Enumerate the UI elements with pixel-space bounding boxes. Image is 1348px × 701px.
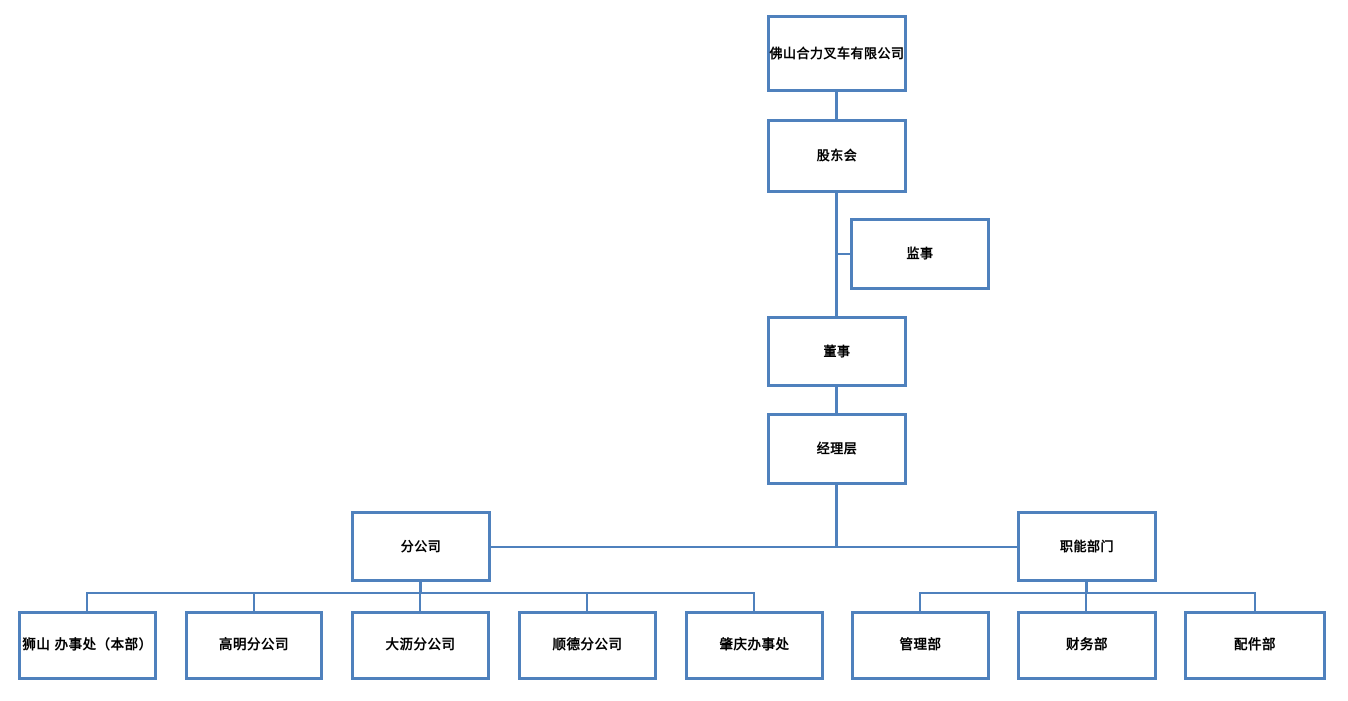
connector-functional-children-bus: [919, 592, 1255, 594]
node-branch-child[interactable]: 顺德分公司: [518, 611, 657, 680]
node-branch-companies-group[interactable]: 分公司: [351, 511, 491, 582]
node-functional-departments-group-label: 职能部门: [1059, 538, 1114, 554]
node-branch-child[interactable]: 狮山 办事处（本部）: [18, 611, 157, 680]
connector-level4-bus: [489, 546, 1019, 548]
node-supervisor[interactable]: 监事: [850, 218, 990, 290]
node-shareholders-meeting-label: 股东会: [816, 148, 858, 164]
connector-director-to-management: [835, 385, 838, 415]
node-functional-child-label: 财务部: [1066, 637, 1108, 653]
connector-drop-functional-1: [919, 592, 921, 613]
node-supervisor-label: 监事: [906, 246, 934, 262]
node-functional-child-label: 管理部: [899, 637, 942, 653]
connector-branches-to-children-bus: [419, 580, 422, 594]
node-branch-child-label: 顺德分公司: [552, 637, 623, 653]
connector-drop-branch-2: [253, 592, 255, 613]
node-functional-departments-group[interactable]: 职能部门: [1017, 511, 1157, 582]
node-director-label: 董事: [823, 343, 851, 359]
connector-trunk-to-supervisor: [835, 253, 852, 255]
node-functional-child[interactable]: 财务部: [1017, 611, 1157, 680]
connector-drop-branch-3: [419, 592, 421, 613]
node-functional-child[interactable]: 管理部: [851, 611, 990, 680]
connector-drop-branch-1: [86, 592, 88, 613]
node-branch-child[interactable]: 肇庆办事处: [685, 611, 824, 680]
node-branch-child-label: 高明分公司: [219, 637, 289, 653]
node-management-layer[interactable]: 经理层: [767, 413, 907, 485]
connector-drop-functional-2: [1085, 592, 1087, 613]
node-functional-child-label: 配件部: [1234, 637, 1276, 653]
connector-functional-to-children-bus: [1085, 580, 1088, 594]
node-branch-companies-group-label: 分公司: [400, 538, 442, 554]
node-company[interactable]: 佛山合力叉车有限公司: [767, 15, 907, 92]
connector-drop-branch-4: [586, 592, 588, 613]
node-director[interactable]: 董事: [767, 316, 907, 387]
node-shareholders-meeting[interactable]: 股东会: [767, 119, 907, 193]
node-branch-child-label: 肇庆办事处: [719, 637, 790, 653]
connector-company-to-shareholders: [835, 90, 838, 121]
node-branch-child[interactable]: 大沥分公司: [351, 611, 490, 680]
node-management-layer-label: 经理层: [816, 441, 858, 457]
node-branch-child-label: 狮山 办事处（本部）: [22, 637, 153, 653]
node-branch-child-label: 大沥分公司: [385, 637, 456, 653]
connector-drop-functional-3: [1254, 592, 1256, 613]
connector-management-to-level4-bus: [835, 483, 838, 547]
node-company-label: 佛山合力叉车有限公司: [769, 45, 905, 61]
connector-drop-branch-5: [753, 592, 755, 613]
node-branch-child[interactable]: 高明分公司: [185, 611, 323, 680]
node-functional-child[interactable]: 配件部: [1184, 611, 1326, 680]
